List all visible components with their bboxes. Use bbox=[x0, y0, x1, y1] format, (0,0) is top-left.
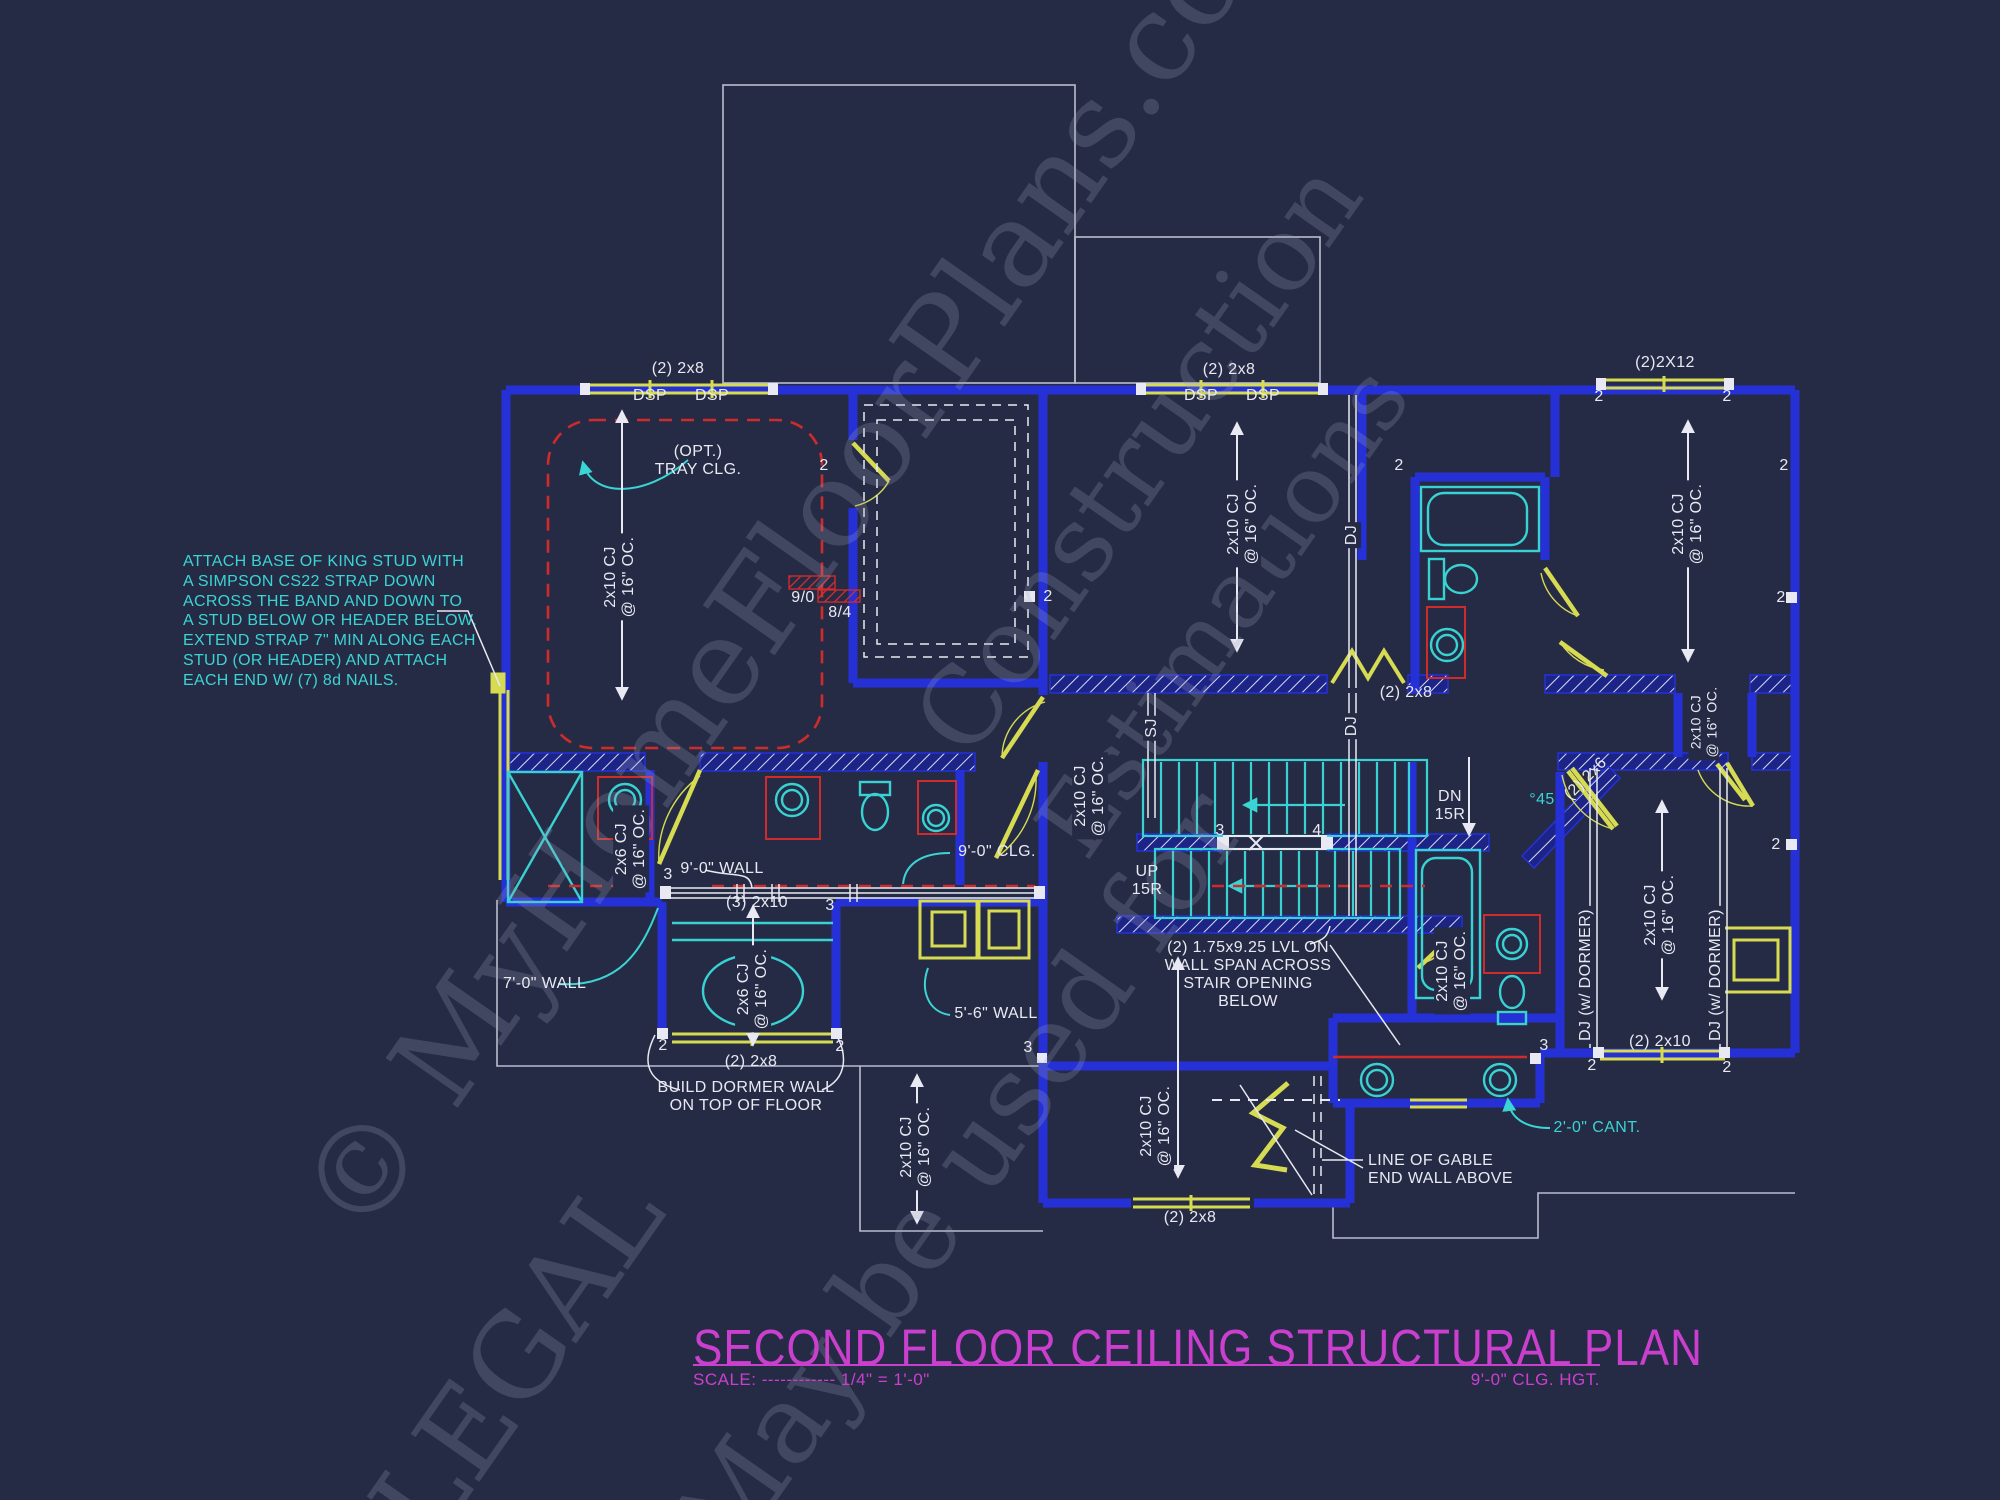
scale-dashes: ------------ bbox=[761, 1370, 836, 1389]
king-stud-note: ATTACH BASE OF KING STUD WITH A SIMPSON … bbox=[183, 553, 478, 689]
toilet-icon bbox=[1427, 557, 1446, 601]
plan-title: SECOND FLOOR CEILING STRUCTURAL PLAN bbox=[693, 1320, 1703, 1377]
ceiling-height-note: 9'-0" CLG. HGT. bbox=[1470, 1370, 1600, 1389]
scale-note: SCALE: ------------ 1/4" = 1'-0" bbox=[693, 1370, 930, 1390]
leader-lines-cyan bbox=[557, 459, 1551, 1129]
header-flag-icon bbox=[788, 575, 836, 590]
roof-outline bbox=[496, 84, 1795, 1239]
toilet-icon bbox=[860, 792, 890, 832]
scale-label: SCALE: bbox=[693, 1370, 757, 1389]
sink-icon bbox=[1482, 1062, 1518, 1098]
sink-icon bbox=[1429, 627, 1465, 663]
toilet-icon bbox=[1498, 974, 1526, 1010]
red-accents bbox=[546, 418, 1541, 1059]
sink-icon bbox=[1495, 927, 1529, 961]
scale-value: 1/4" = 1'-0" bbox=[840, 1370, 930, 1389]
title-underline bbox=[693, 1364, 1600, 1366]
sink-icon bbox=[607, 782, 643, 818]
sink-icon bbox=[1359, 1062, 1395, 1098]
tub-icon bbox=[1419, 485, 1541, 553]
header-flag-icon bbox=[817, 589, 861, 603]
shower-icon bbox=[506, 770, 584, 904]
sink-icon bbox=[774, 782, 810, 818]
